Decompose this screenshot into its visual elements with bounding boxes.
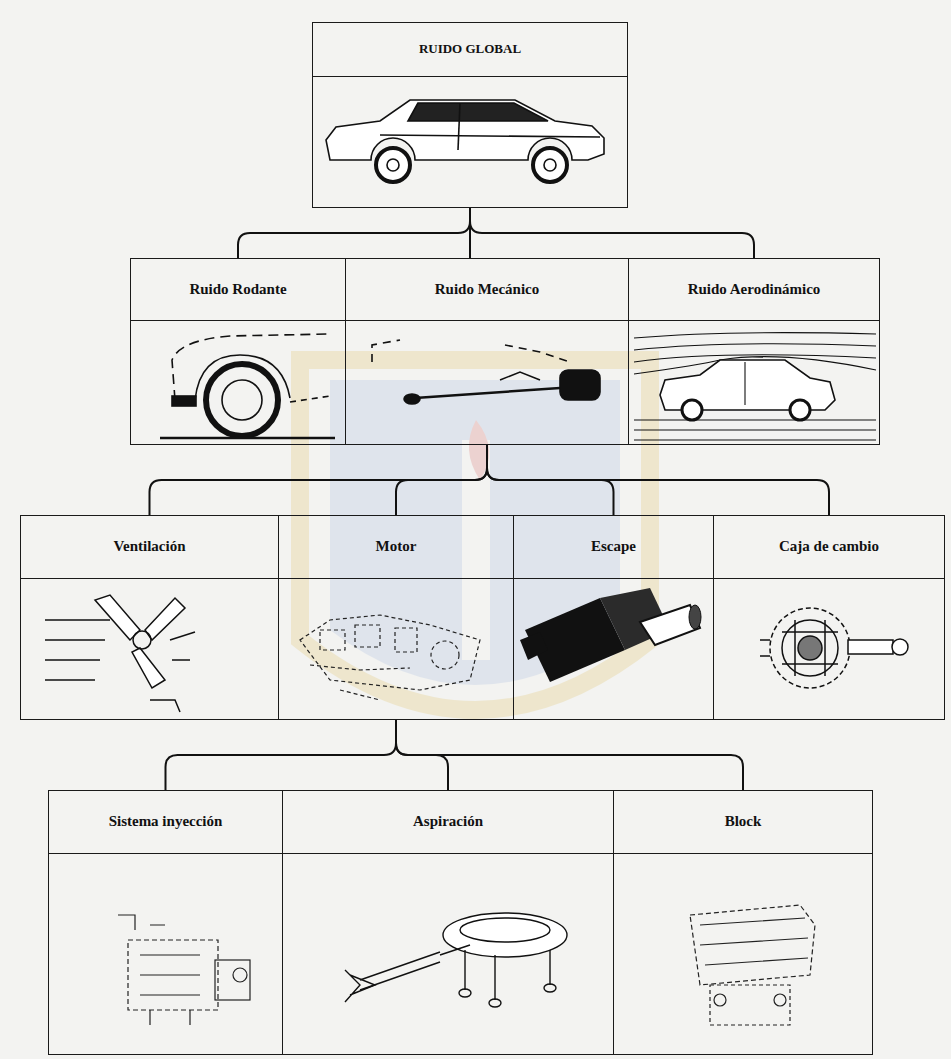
brace-connector <box>150 445 488 515</box>
brace-connector <box>470 208 754 258</box>
brace-connector <box>487 445 829 515</box>
category-box: Aspiración <box>282 790 614 1055</box>
car-drawing <box>326 100 604 182</box>
box-header: Aspiración <box>283 791 613 854</box>
intake-drawing <box>345 913 567 1007</box>
box-header: Ventilación <box>21 516 278 579</box>
box-header: Ruido Mecánico <box>346 259 628 321</box>
box-title: Motor <box>376 538 417 555</box>
box-title: RUIDO GLOBAL <box>419 42 521 57</box>
box-header: Ruido Rodante <box>131 259 345 321</box>
category-box: Ruido Rodante <box>130 258 346 445</box>
box-header: Escape <box>514 516 713 579</box>
engine-block-drawing <box>690 905 815 1025</box>
category-box: Ruido Mecánico <box>345 258 629 445</box>
fan-drawing <box>45 595 195 712</box>
box-title: Block <box>725 813 762 830</box>
airflow-drawing <box>634 333 876 440</box>
brace-connector <box>396 720 743 790</box>
category-box: Block <box>613 790 873 1055</box>
wheel-drawing <box>160 334 335 438</box>
box-title: Caja de cambio <box>779 538 879 555</box>
watermark <box>300 360 650 710</box>
box-title: Escape <box>591 538 636 555</box>
category-box: RUIDO GLOBAL <box>312 22 628 208</box>
box-header: Ruido Aerodinámico <box>629 259 879 321</box>
box-title: Ruido Rodante <box>189 281 286 298</box>
category-box: Ruido Aerodinámico <box>628 258 880 445</box>
box-title: Aspiración <box>413 813 483 830</box>
box-header: Caja de cambio <box>714 516 944 579</box>
brace-connector <box>166 720 397 790</box>
drivetrain-drawing <box>372 340 600 404</box>
category-box: Motor <box>278 515 514 720</box>
injection-drawing <box>118 915 250 1025</box>
brace-connector <box>396 445 487 515</box>
box-title: Sistema inyección <box>109 813 223 830</box>
category-box: Caja de cambio <box>713 515 945 720</box>
brace-connector <box>238 208 470 258</box>
category-box: Ventilación <box>20 515 279 720</box>
box-title: Ventilación <box>114 538 186 555</box>
box-header: Block <box>614 791 872 854</box>
muffler-drawing <box>520 588 701 682</box>
box-header: Motor <box>279 516 513 579</box>
box-title: Ruido Mecánico <box>435 281 540 298</box>
gearbox-drawing <box>760 608 908 688</box>
engine-drawing <box>300 615 480 700</box>
box-header: Sistema inyección <box>49 791 282 854</box>
box-header: RUIDO GLOBAL <box>313 23 627 77</box>
box-title: Ruido Aerodinámico <box>688 281 821 298</box>
category-box: Sistema inyección <box>48 790 283 1055</box>
category-box: Escape <box>513 515 714 720</box>
